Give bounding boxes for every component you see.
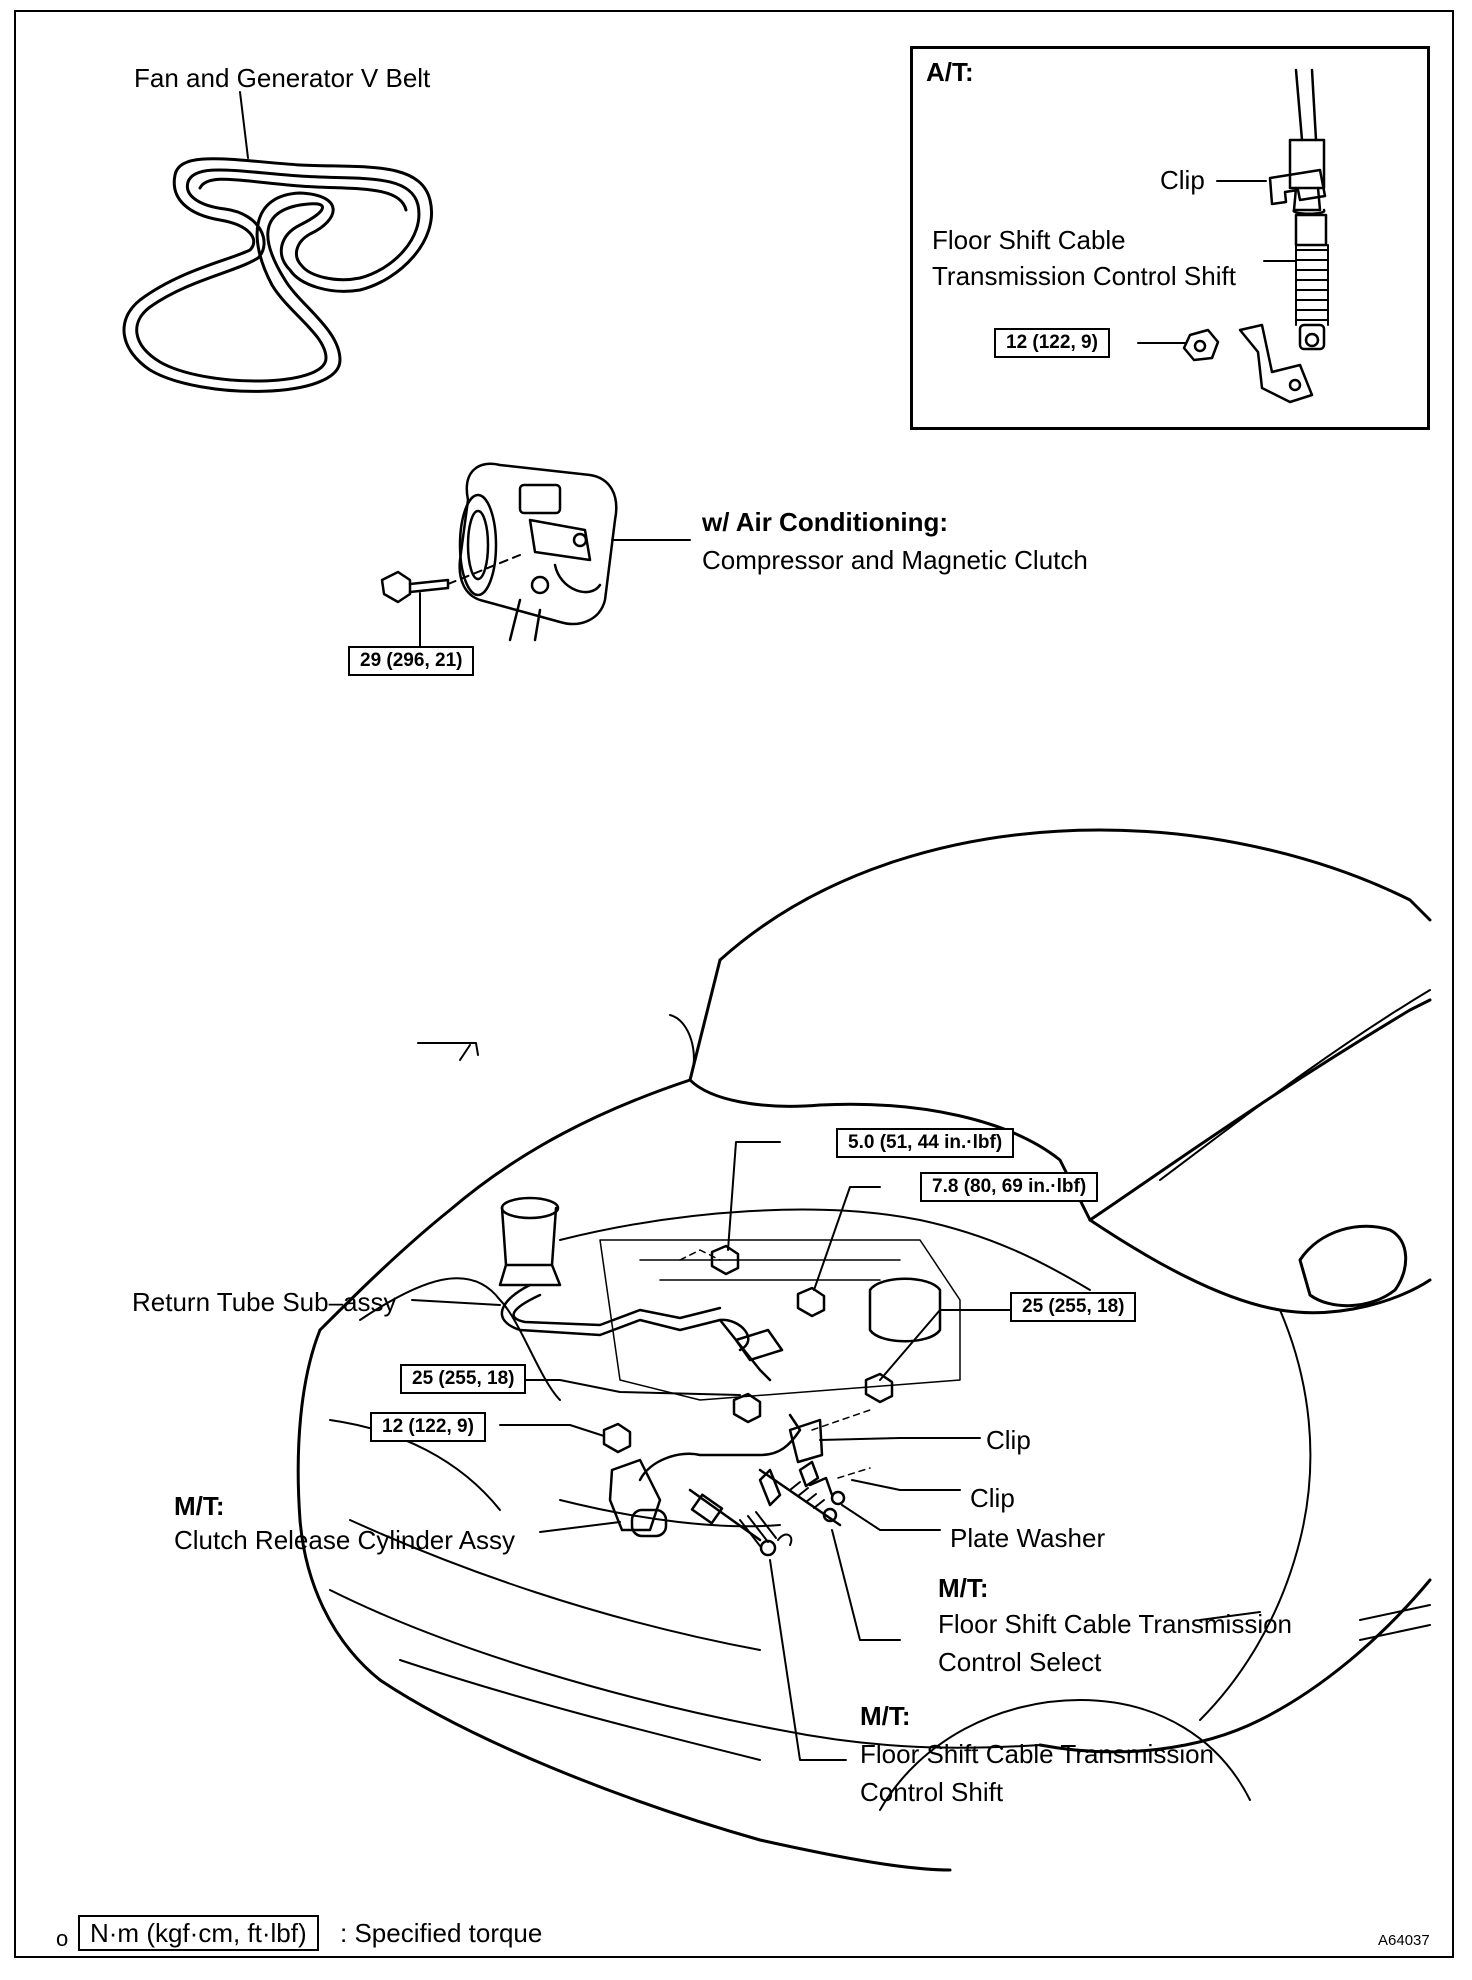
car-body-drawing <box>296 828 1432 1872</box>
compressor-label: Compressor and Magnetic Clutch <box>702 545 1088 575</box>
figure-id: A64037 <box>1378 1932 1430 1949</box>
compressor-drawing <box>380 462 691 651</box>
compressor-torque-spec: 29 (296, 21) <box>348 646 475 676</box>
mt-clutch-label: Clutch Release Cylinder Assy <box>174 1525 516 1555</box>
mt-shift-label-line1: Floor Shift Cable Transmission <box>860 1739 1215 1769</box>
at-torque-spec: 12 (122, 9) <box>994 328 1110 358</box>
legend-mark: o <box>56 1926 69 1951</box>
return-tube-label: Return Tube Sub–assy <box>132 1287 397 1317</box>
mt-shift-label-line2: Control Shift <box>860 1777 1004 1807</box>
torque-spec-25-right: 25 (255, 18) <box>1010 1292 1137 1322</box>
legend-torque-unit-box: N·m (kgf·cm, ft·lbf) <box>78 1915 319 1951</box>
v-belt-label: Fan and Generator V Belt <box>134 63 431 93</box>
clip-label-2: Clip <box>970 1483 1015 1513</box>
mt-select-label-line1: Floor Shift Cable Transmission <box>938 1609 1293 1639</box>
at-inset-box <box>910 46 1430 430</box>
at-shift-cable-drawing <box>1137 68 1329 404</box>
v-belt-drawing <box>122 91 433 393</box>
at-inset-title: A/T: <box>926 57 974 87</box>
mt-select-title: M/T: <box>938 1573 989 1603</box>
mt-clutch-title: M/T: <box>174 1491 225 1521</box>
plate-washer-label: Plate Washer <box>950 1523 1106 1553</box>
torque-spec-5-0: 5.0 (51, 44 in.·lbf) <box>836 1128 1015 1158</box>
mt-select-label-line2: Control Select <box>938 1647 1102 1677</box>
at-cable-label-line1: Floor Shift Cable <box>932 225 1126 255</box>
engine-bay-parts-drawing <box>411 1042 1011 1761</box>
at-clip-label: Clip <box>1160 165 1205 195</box>
legend-text: : Specified torque <box>340 1918 543 1948</box>
at-cable-label-line2: Transmission Control Shift <box>932 261 1236 291</box>
torque-spec-25-left: 25 (255, 18) <box>400 1364 527 1394</box>
compressor-condition-label: w/ Air Conditioning: <box>702 507 948 537</box>
diagram-frame <box>14 10 1454 1958</box>
torque-spec-7-8: 7.8 (80, 69 in.·lbf) <box>920 1172 1099 1202</box>
clip-label-1: Clip <box>986 1425 1031 1455</box>
mt-shift-title: M/T: <box>860 1701 911 1731</box>
torque-spec-12: 12 (122, 9) <box>370 1412 486 1442</box>
